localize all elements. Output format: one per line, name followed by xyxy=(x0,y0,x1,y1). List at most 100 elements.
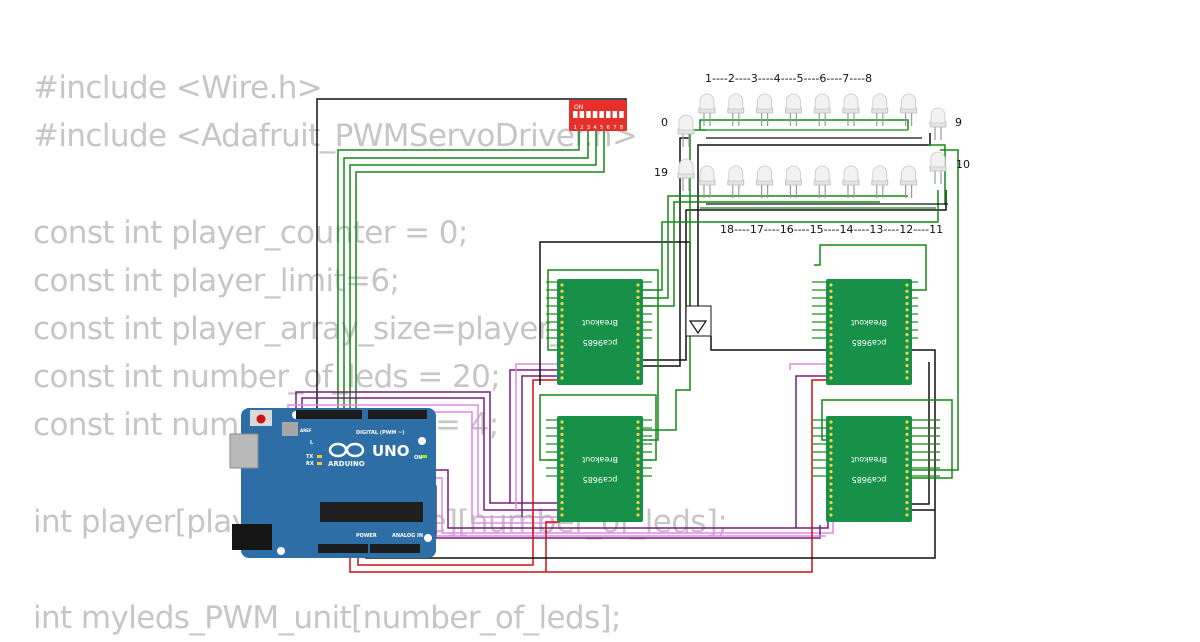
signal-wire xyxy=(640,195,908,299)
led xyxy=(677,158,695,191)
dip-key-number: 2 xyxy=(580,125,584,131)
rx-label: RX xyxy=(306,461,314,467)
signal-wire xyxy=(539,394,657,461)
pca9685-board: Breakout pca9685 xyxy=(557,416,643,522)
pca9685-board-name: pca9685 xyxy=(852,475,887,484)
led xyxy=(698,165,716,198)
led xyxy=(813,165,831,198)
led xyxy=(698,93,716,126)
signal-wire xyxy=(814,244,927,291)
led xyxy=(813,93,831,126)
dip-key-number: 8 xyxy=(620,125,624,131)
tx-label: TX xyxy=(306,454,313,460)
code-line: const int player_counter = 0; xyxy=(33,214,468,251)
led xyxy=(677,114,695,147)
signal-wire xyxy=(821,399,953,479)
gnd-wire xyxy=(710,336,826,351)
code-line: #include <Wire.h> xyxy=(33,70,323,106)
dip-key-number: 3 xyxy=(587,125,591,131)
dip-wire xyxy=(337,131,580,412)
ground-symbol xyxy=(685,305,712,337)
wires xyxy=(281,98,959,573)
led xyxy=(727,93,745,126)
led xyxy=(871,93,889,126)
dip-key xyxy=(599,111,604,118)
led-0-label: 0 xyxy=(661,116,668,129)
i2c-wire xyxy=(795,375,826,528)
signal-wire xyxy=(699,119,909,130)
digital-header-label: DIGITAL (PWM ~) xyxy=(356,430,404,436)
led xyxy=(900,93,917,126)
dip-wire xyxy=(355,131,605,412)
vcc-wire xyxy=(357,379,560,566)
vcc-wire xyxy=(545,521,560,572)
led-top-sequence-label: 1----2----3----4----5----6----7----8 xyxy=(705,72,872,85)
dip-key xyxy=(586,111,591,118)
led-bottom-sequence-label: 18----17----16----15----14----13----12--… xyxy=(720,223,943,236)
dip-key xyxy=(606,111,611,118)
pca9685-board-subtitle: Breakout xyxy=(582,455,618,464)
pca9685-board: Breakout pca9685 xyxy=(826,279,912,385)
arduino-uno-board[interactable]: UNO ARDUINO DIGITAL (PWM ~) POWER ANALOG… xyxy=(229,408,436,558)
pca9685-board: Breakout pca9685 xyxy=(826,416,912,522)
dip-key-number: 1 xyxy=(574,125,578,131)
signal-wire xyxy=(640,129,706,431)
pca9685-board-subtitle: Breakout xyxy=(582,318,618,327)
vcc-wire xyxy=(811,379,826,545)
dip-key-number: 6 xyxy=(607,125,611,131)
led xyxy=(842,93,860,126)
led-19-label: 19 xyxy=(654,166,668,179)
i2c-wire xyxy=(430,477,834,534)
signal-wire xyxy=(905,149,959,471)
dip-key-number: 7 xyxy=(613,125,617,131)
code-line: #include <Adafruit_PWMServoDriver.h> xyxy=(33,118,638,155)
i2c-wire xyxy=(295,391,557,504)
pca9685-board-name: pca9685 xyxy=(583,338,618,347)
pca9685-board: Breakout pca9685 xyxy=(557,279,643,385)
pca9685-board-name: pca9685 xyxy=(583,475,618,484)
led xyxy=(929,107,947,140)
gnd-wire xyxy=(640,137,690,367)
dip-key xyxy=(619,111,624,118)
gnd-wire xyxy=(640,190,947,361)
power-header-label: POWER xyxy=(356,533,377,539)
led xyxy=(727,165,745,198)
i2c-wire xyxy=(521,375,557,517)
analog-header-label: ANALOG IN xyxy=(392,533,423,539)
led-10-label: 10 xyxy=(956,158,970,171)
led xyxy=(929,151,947,184)
pca9685-board-subtitle: Breakout xyxy=(851,318,887,327)
led xyxy=(785,165,802,198)
dip-key-number: 5 xyxy=(600,125,604,131)
dip-key xyxy=(612,111,618,118)
dip-wire xyxy=(349,131,597,412)
signal-wire xyxy=(547,269,659,441)
gnd-wire xyxy=(905,362,930,505)
led xyxy=(756,93,773,126)
led-row-top xyxy=(677,93,947,147)
led xyxy=(871,165,889,198)
aref-label: AREF xyxy=(300,428,312,433)
code-line: const int number_of_leds = 20; xyxy=(33,359,501,396)
dip-wire xyxy=(343,131,589,412)
pca9685-board-subtitle: Breakout xyxy=(851,455,887,464)
signal-wire xyxy=(640,201,880,307)
i2c-wire xyxy=(789,363,826,370)
dip-key xyxy=(592,111,598,118)
i2c-wire xyxy=(301,397,557,511)
led xyxy=(842,165,860,198)
led-9-label: 9 xyxy=(955,116,962,129)
led xyxy=(900,165,917,198)
code-line: const int player_limit=6; xyxy=(33,262,400,299)
gnd-wire xyxy=(697,133,931,306)
dip-key-number: 4 xyxy=(593,125,597,131)
i2c-wire xyxy=(509,369,557,503)
pca9685-boards: Breakoutpca9685Breakoutpca9685Breakoutpc… xyxy=(557,279,912,522)
dip-key xyxy=(573,111,578,118)
arduino-brand-label: ARDUINO xyxy=(328,460,365,468)
pca9685-board-name: pca9685 xyxy=(852,338,887,347)
on-led-label: ON xyxy=(414,455,422,461)
